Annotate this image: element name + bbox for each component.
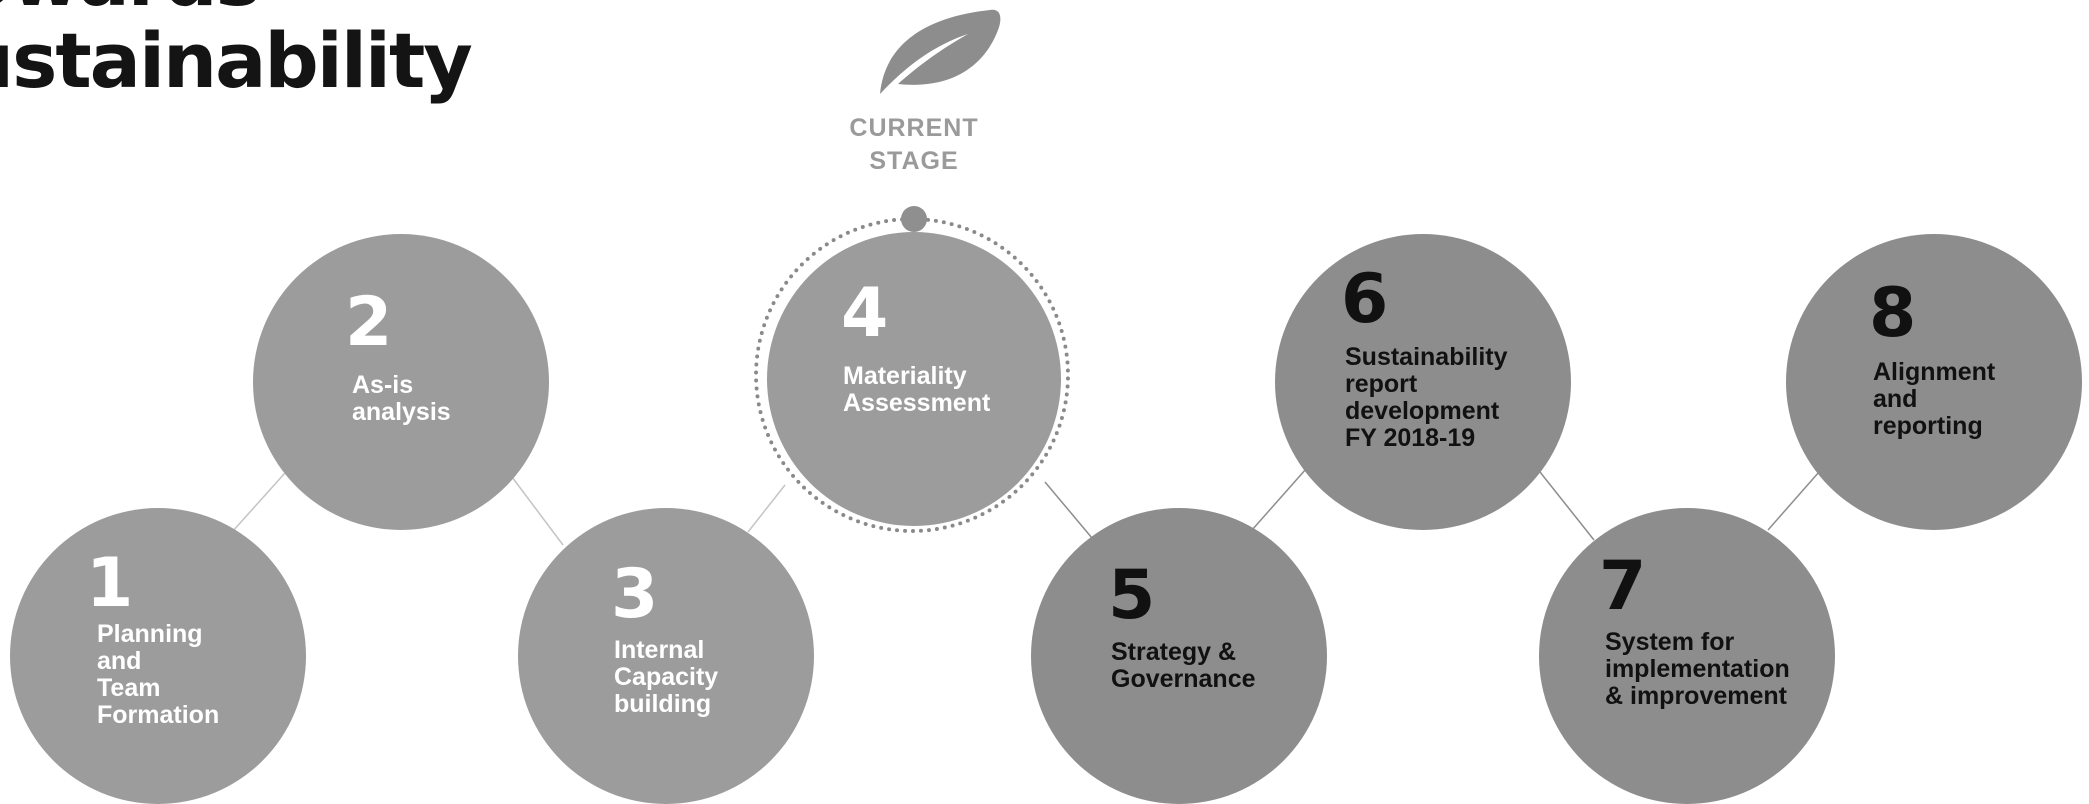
title-line-2: ustainability <box>0 16 473 105</box>
title-line-1: owards <box>0 0 471 20</box>
connector-1-2 <box>231 472 286 533</box>
connector-5-6 <box>1251 468 1307 531</box>
stage-1: 1 Planning and Team Formation <box>10 508 306 804</box>
stage-label: Materiality Assessment <box>843 362 991 417</box>
stage-7: 7 System for implementation & improvemen… <box>1539 508 1835 804</box>
stage-number: 1 <box>86 544 134 623</box>
stage-number: 8 <box>1869 274 1917 353</box>
connector-6-7 <box>1539 471 1595 541</box>
leaf-icon <box>880 9 1001 94</box>
connector-7-8 <box>1767 471 1820 531</box>
stage-number: 7 <box>1599 547 1647 626</box>
current-stage-label: CURRENT STAGE <box>849 114 979 175</box>
stage-number: 5 <box>1108 556 1156 635</box>
stage-number: 3 <box>611 555 659 634</box>
stage-4: 4 Materiality Assessment <box>767 232 1061 526</box>
stage-label: Planning and Team Formation <box>97 620 220 729</box>
stage-label: Alignment and reporting <box>1873 358 1996 440</box>
page-title: owards ustainability <box>0 0 473 105</box>
stage-6: 6 Sustainability report development FY 2… <box>1275 234 1571 530</box>
stage-3: 3 Internal Capacity building <box>518 508 814 804</box>
connector-3-4 <box>747 484 786 533</box>
stage-2: 2 As-is analysis <box>253 234 549 530</box>
stage-number: 4 <box>841 274 889 353</box>
stage-label: Internal Capacity building <box>614 636 719 718</box>
stage-label: Strategy & Governance <box>1111 638 1256 693</box>
stage-number: 2 <box>345 283 393 362</box>
stage-label: Sustainability report development FY 201… <box>1345 343 1508 452</box>
stage-number: 6 <box>1341 260 1389 339</box>
stage-label: System for implementation & improvement <box>1605 628 1790 710</box>
stage-label: As-is analysis <box>352 371 451 426</box>
connector-4-5 <box>1044 481 1093 539</box>
current-stage-marker <box>901 206 927 232</box>
stage-5: 5 Strategy & Governance <box>1031 508 1327 804</box>
stage-8: 8 Alignment and reporting <box>1786 234 2082 530</box>
connector-2-3 <box>508 472 564 546</box>
